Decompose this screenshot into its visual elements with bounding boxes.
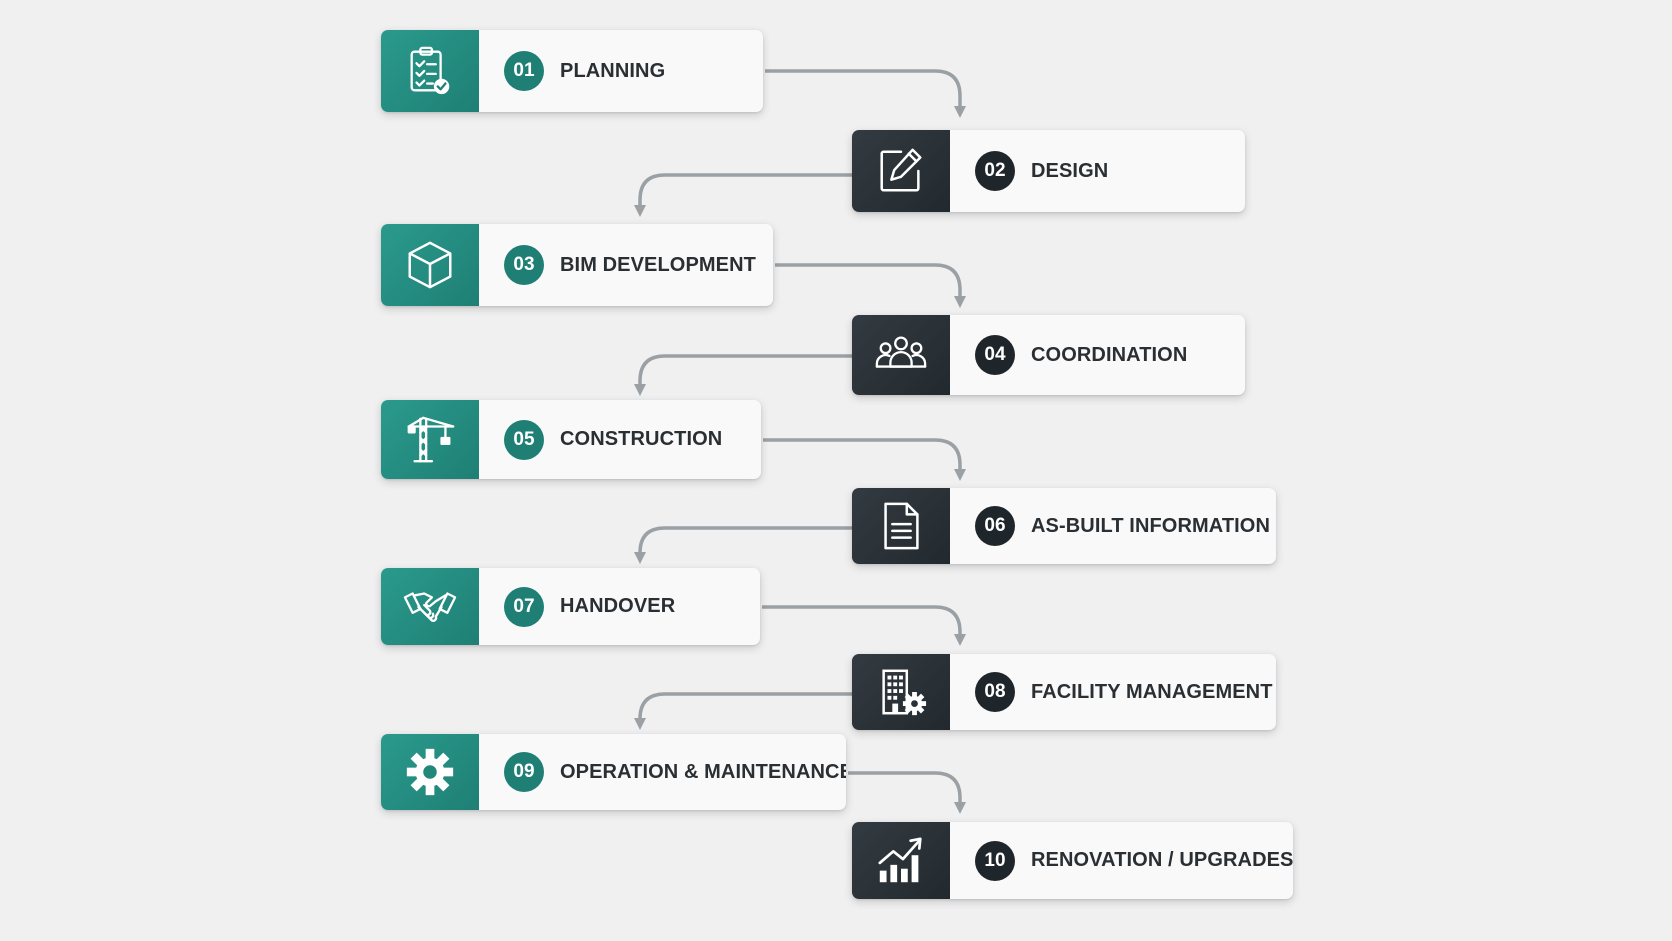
step-card-coordination: 04 COORDINATION bbox=[852, 315, 1245, 395]
growth-chart-icon bbox=[878, 836, 922, 882]
edit-pencil-icon bbox=[880, 148, 922, 192]
step-number-badge: 05 bbox=[504, 419, 544, 460]
step-card-planning: 01 PLANNING bbox=[381, 30, 763, 112]
step-label: PLANNING bbox=[560, 59, 666, 82]
step-card-facility-management: 08 FACILITY MANAGEMENT bbox=[852, 654, 1276, 730]
step-icon-box bbox=[381, 734, 479, 810]
step-label: COORDINATION bbox=[1031, 343, 1188, 366]
step-number-badge: 10 bbox=[975, 840, 1015, 881]
step-label: AS-BUILT INFORMATION bbox=[1031, 514, 1271, 537]
step-number-badge: 09 bbox=[504, 752, 544, 792]
step-number-badge: 02 bbox=[975, 151, 1015, 191]
step-icon-box bbox=[852, 315, 950, 395]
step-icon-box bbox=[852, 488, 950, 564]
connector-07-08 bbox=[762, 605, 966, 646]
clipboard-checklist-icon bbox=[410, 46, 450, 95]
connector-04-05 bbox=[634, 354, 852, 396]
connector-01-02 bbox=[765, 69, 966, 118]
step-card-bim-development: 03 BIM DEVELOPMENT bbox=[381, 224, 773, 306]
team-people-icon bbox=[875, 336, 927, 368]
step-icon-box bbox=[852, 654, 950, 730]
connector-08-09 bbox=[634, 692, 852, 730]
step-card-renovation-upgrades: 10 RENOVATION / UPGRADES bbox=[852, 822, 1293, 899]
crane-icon bbox=[407, 416, 455, 462]
handshake-icon bbox=[403, 591, 457, 622]
step-icon-box bbox=[381, 30, 479, 112]
step-icon-box bbox=[381, 224, 479, 306]
step-card-construction: 05 CONSTRUCTION bbox=[381, 400, 761, 479]
gear-icon bbox=[406, 748, 454, 796]
step-icon-box bbox=[852, 130, 950, 212]
connector-03-04 bbox=[775, 263, 966, 308]
step-number-badge: 08 bbox=[975, 672, 1015, 712]
connector-06-07 bbox=[634, 526, 852, 564]
step-label: OPERATION & MAINTENANCE bbox=[560, 760, 846, 783]
step-number-badge: 06 bbox=[975, 506, 1015, 546]
connector-09-10 bbox=[848, 771, 966, 814]
step-card-operation-maintenance: 09 OPERATION & MAINTENANCE bbox=[381, 734, 846, 810]
step-icon-box bbox=[381, 568, 479, 645]
step-icon-box bbox=[852, 822, 950, 899]
step-label: HANDOVER bbox=[560, 595, 676, 617]
step-number-badge: 07 bbox=[504, 586, 544, 627]
step-icon-box bbox=[381, 400, 479, 479]
step-label: FACILITY MANAGEMENT bbox=[1031, 680, 1273, 703]
document-icon bbox=[884, 502, 919, 550]
step-label: BIM DEVELOPMENT bbox=[560, 253, 756, 276]
step-number-badge: 04 bbox=[975, 335, 1015, 375]
step-label: CONSTRUCTION bbox=[560, 428, 723, 450]
step-card-as-built-information: 06 AS-BUILT INFORMATION bbox=[852, 488, 1276, 564]
step-number-badge: 01 bbox=[504, 51, 544, 91]
step-card-handover: 07 HANDOVER bbox=[381, 568, 760, 645]
cube-icon bbox=[408, 241, 452, 289]
step-label: RENOVATION / UPGRADES bbox=[1031, 849, 1293, 871]
step-label: DESIGN bbox=[1031, 159, 1109, 182]
connector-05-06 bbox=[763, 438, 966, 481]
building-gear-icon bbox=[882, 669, 927, 716]
step-number-badge: 03 bbox=[504, 245, 544, 285]
connector-02-03 bbox=[634, 173, 852, 217]
step-card-design: 02 DESIGN bbox=[852, 130, 1245, 212]
